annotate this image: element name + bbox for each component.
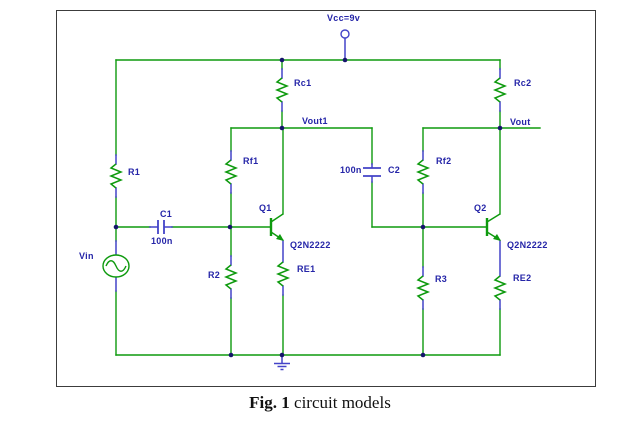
q1-collector-lead <box>270 213 284 223</box>
re2-resistor-symbol <box>492 275 508 301</box>
r1-label: R1 <box>128 167 141 177</box>
c1-value-label: 100n <box>151 236 173 246</box>
junction-dot <box>497 125 503 131</box>
rc2-resistor-symbol <box>492 77 508 103</box>
q2-emitter-arrow-icon <box>493 234 501 241</box>
rf2-resistor-symbol <box>415 159 431 185</box>
vout1-net-label: Vout1 <box>302 116 328 126</box>
c2-value-label: 100n <box>340 165 362 175</box>
rc1-resistor-symbol <box>274 77 290 103</box>
vin-source-circle <box>102 254 130 278</box>
re2-label: RE2 <box>513 273 532 283</box>
junction-dot <box>227 224 233 230</box>
junction-dot <box>113 224 119 230</box>
junction-dots <box>113 57 503 358</box>
ground-icon <box>274 355 290 371</box>
vout-net-label: Vout <box>510 117 531 127</box>
rc1-label: Rc1 <box>294 78 312 88</box>
r2-label: R2 <box>208 270 221 280</box>
q2-collector-lead <box>486 213 501 223</box>
rf1-label: Rf1 <box>243 156 259 166</box>
c1-label: C1 <box>160 209 173 219</box>
junction-dot <box>420 352 426 358</box>
q1-emitter-arrow-icon <box>276 234 284 241</box>
rc2-label: Rc2 <box>514 78 532 88</box>
re1-label: RE1 <box>297 264 316 274</box>
q1-label: Q1 <box>259 203 272 213</box>
resistor-symbols <box>108 77 508 301</box>
q2-label: Q2 <box>474 203 487 213</box>
q1-transistor-symbol <box>269 213 284 241</box>
r1-resistor-symbol <box>108 163 124 189</box>
re1-resistor-symbol <box>275 261 291 287</box>
junction-dot <box>420 224 426 230</box>
r2-resistor-symbol <box>223 264 239 290</box>
c2-capacitor-symbol <box>363 167 381 177</box>
vcc-label: Vcc=9v <box>327 13 361 23</box>
q2-transistor-symbol <box>485 213 501 241</box>
vcc-terminal-icon <box>340 29 350 39</box>
q1-model-label: Q2N2222 <box>290 240 331 250</box>
junction-dot <box>279 352 285 358</box>
sine-wave-icon <box>105 260 127 272</box>
figure-number: Fig. 1 <box>249 393 290 412</box>
c2-label: C2 <box>388 165 401 175</box>
wires <box>115 59 541 356</box>
rf2-label: Rf2 <box>436 156 452 166</box>
q2-model-label: Q2N2222 <box>507 240 548 250</box>
junction-dot <box>342 57 348 63</box>
rf1-resistor-symbol <box>223 159 239 185</box>
caption-text: circuit models <box>289 393 391 412</box>
junction-dot <box>279 125 285 131</box>
vin-label: Vin <box>79 251 94 261</box>
c1-capacitor-symbol <box>157 220 165 234</box>
r3-resistor-symbol <box>415 275 431 301</box>
component-pins <box>115 37 501 310</box>
capacitor-symbols <box>157 167 381 234</box>
vin-source-symbol <box>102 254 130 278</box>
figure-caption: Fig. 1 circuit models <box>0 393 640 413</box>
junction-dot <box>228 352 234 358</box>
junction-dot <box>279 57 285 63</box>
schematic-border-box <box>56 10 596 387</box>
r3-label: R3 <box>435 274 448 284</box>
